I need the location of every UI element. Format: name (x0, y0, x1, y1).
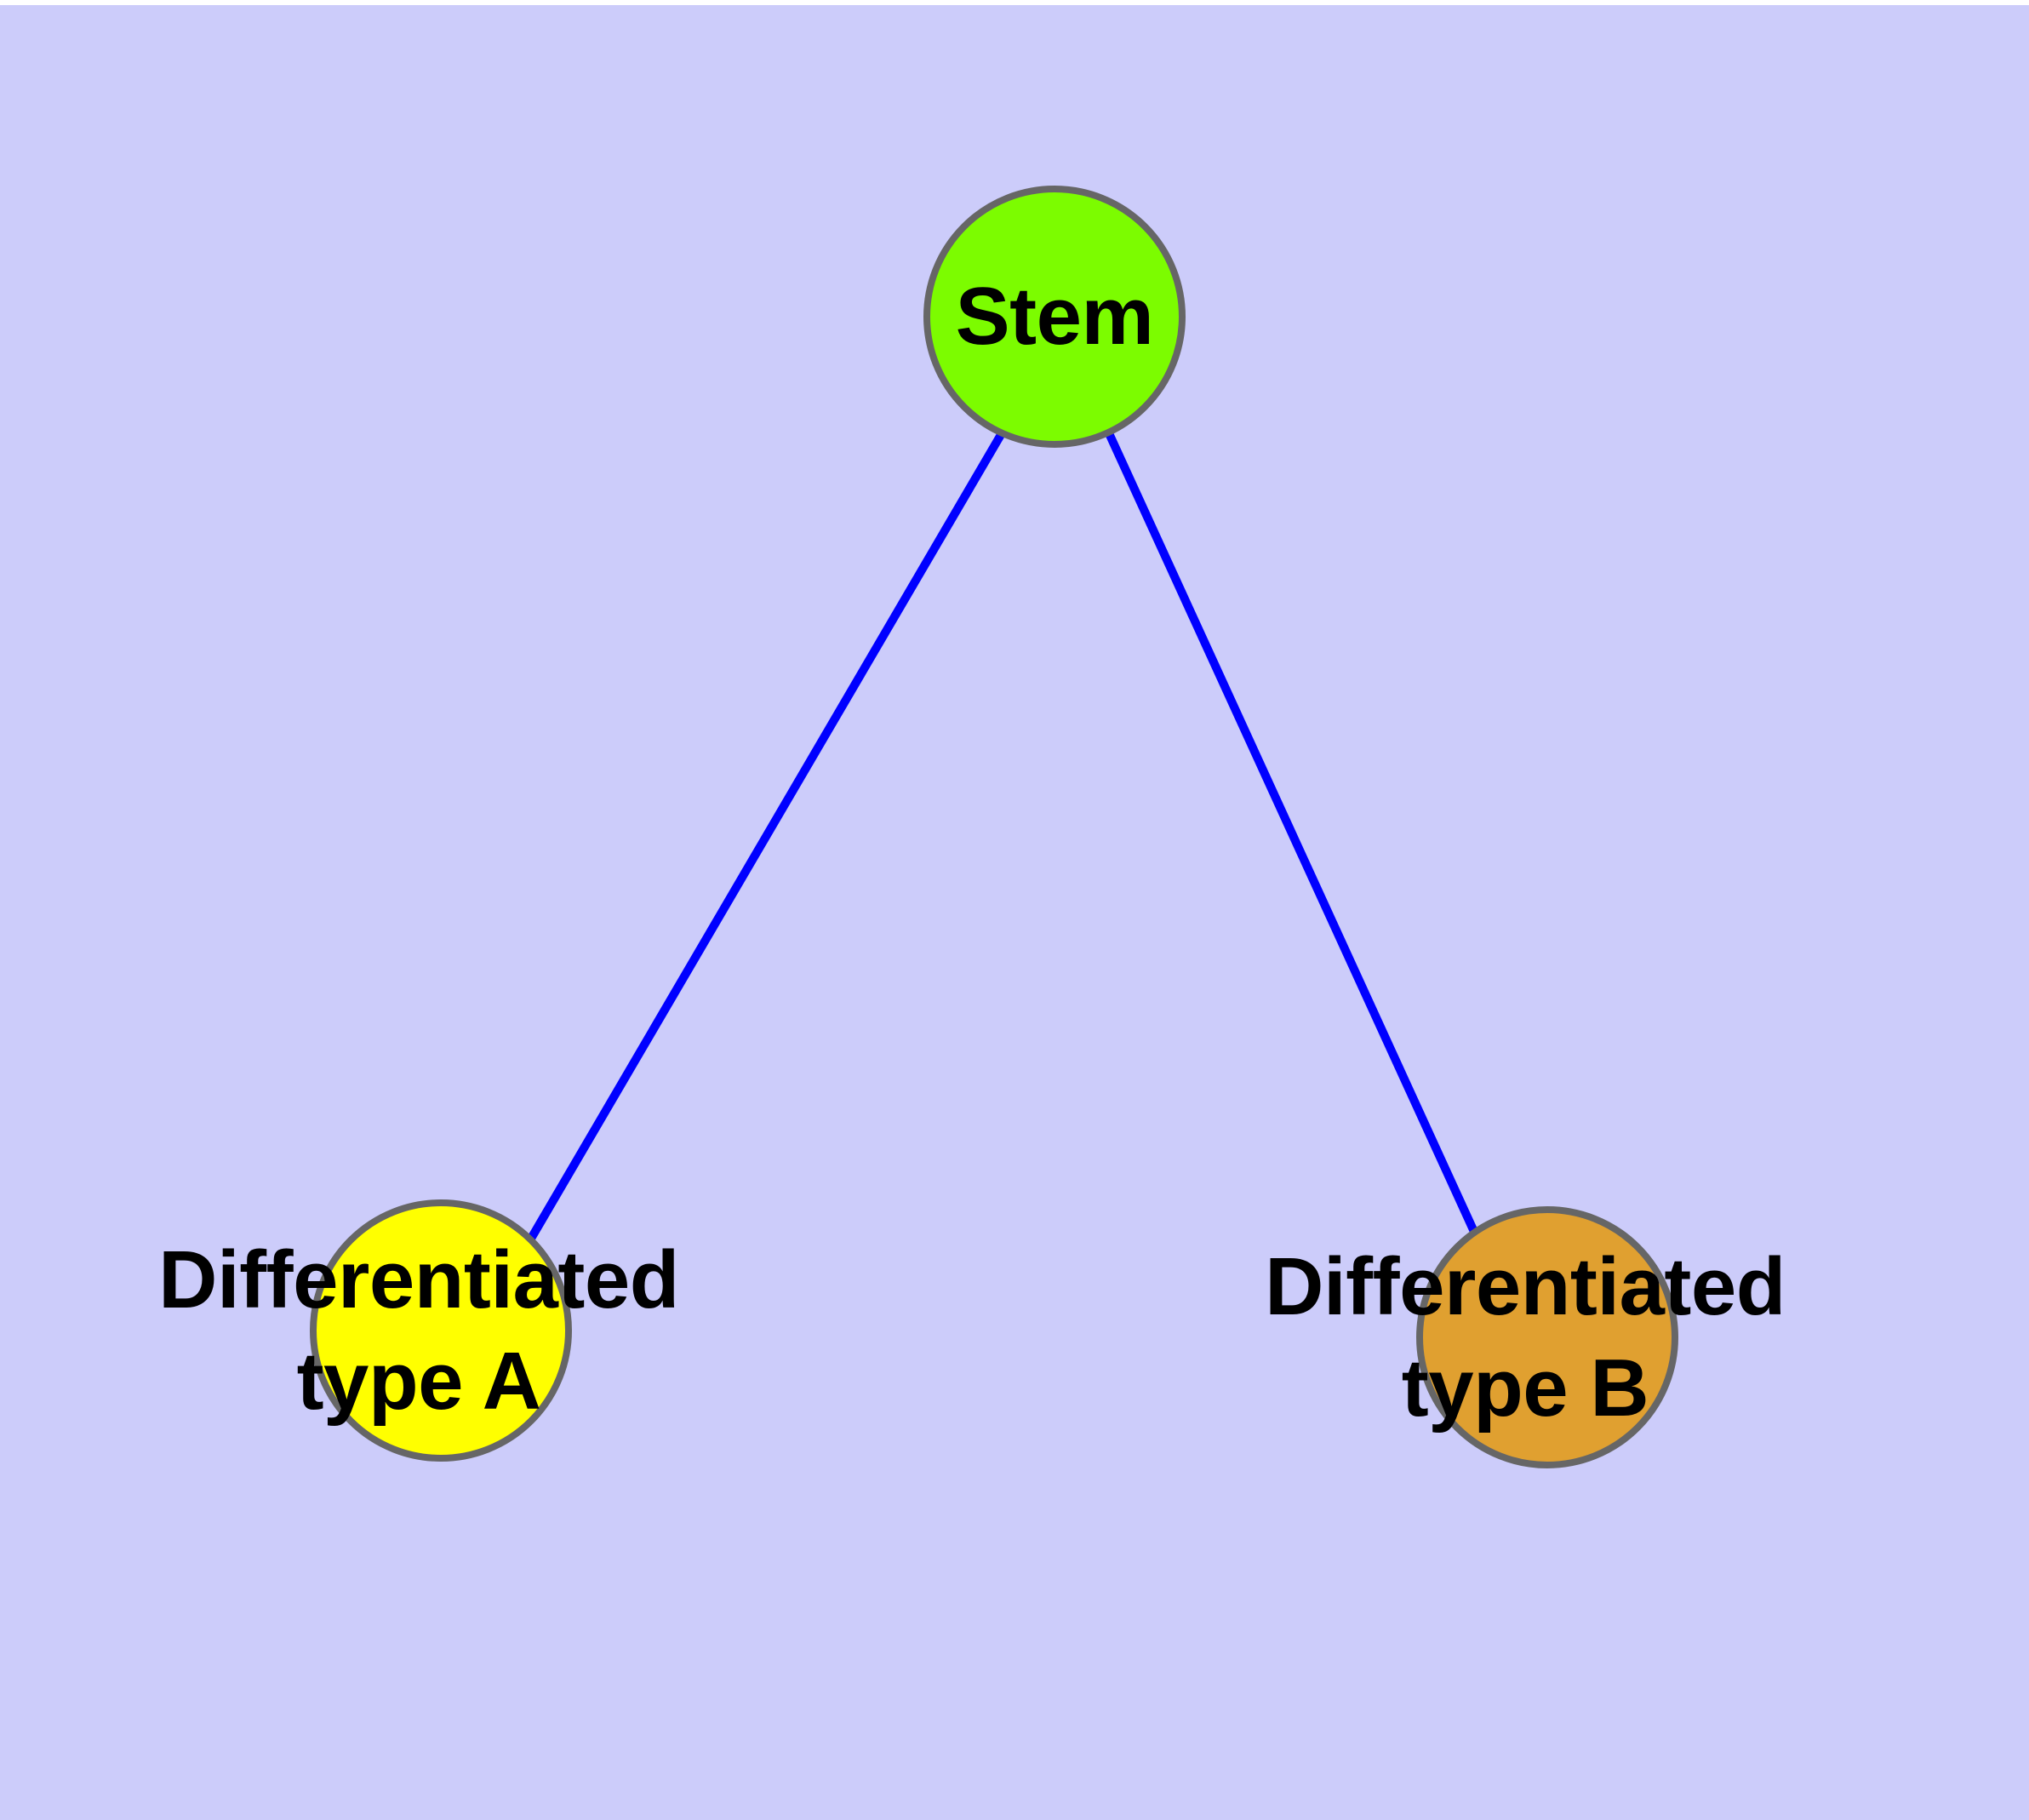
edge-stem-to-diff-a (524, 431, 1006, 1245)
node-layer (310, 186, 1678, 1468)
node-differentiated-type-a[interactable] (310, 1199, 572, 1462)
node-stem[interactable] (923, 186, 1186, 448)
edge-layer (524, 431, 1479, 1245)
node-differentiated-type-b[interactable] (1416, 1206, 1678, 1468)
edge-stem-to-diff-b (1105, 431, 1479, 1236)
